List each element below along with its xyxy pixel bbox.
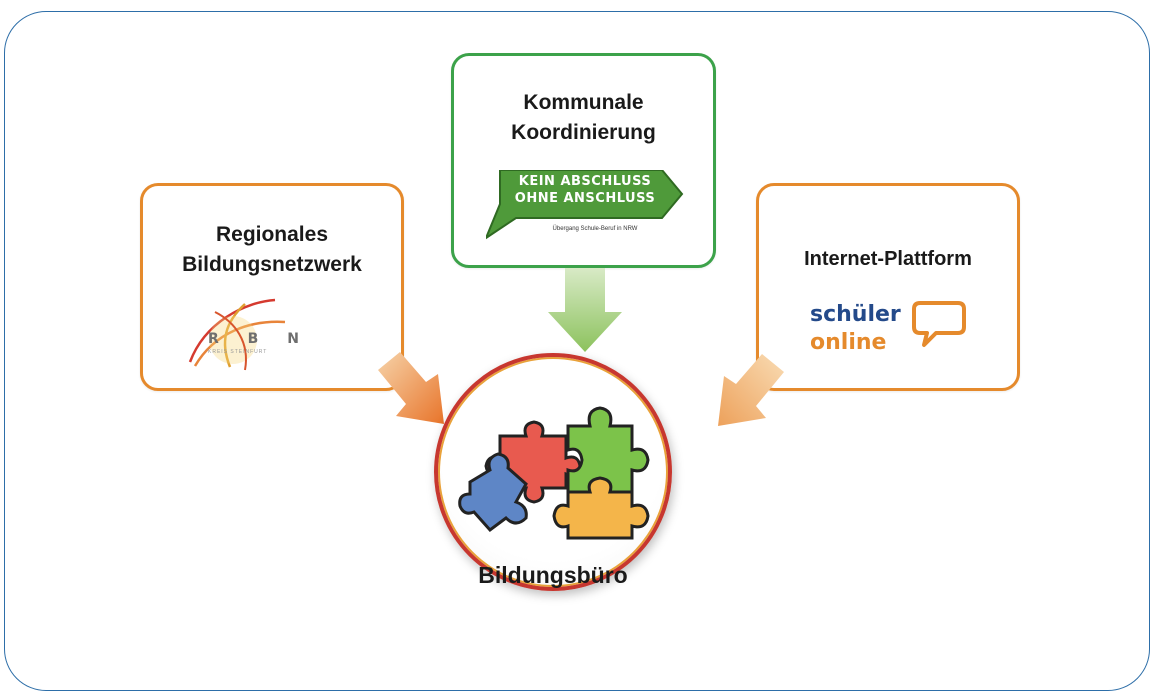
rbn-logo-icon	[188, 298, 286, 371]
rbn-logo-text: R B N	[208, 331, 311, 347]
card-title: Regionales Bildungsnetzwerk	[143, 220, 401, 280]
title-line: Koordinierung	[511, 121, 656, 144]
card-title: Internet-Plattform	[759, 244, 1017, 274]
kaoa-logo-sign	[486, 170, 684, 240]
arrow-icon-top	[548, 268, 622, 352]
title-line: Regionales	[215, 223, 329, 246]
card-title: Kommunale Koordinierung	[454, 88, 713, 148]
center-label: Bildungsbüro	[478, 562, 628, 588]
title-line: Bildungsnetzwerk	[182, 253, 362, 276]
arrow-icon-left	[378, 352, 444, 424]
kaoa-logo-line: OHNE ANSCHLUSS	[514, 191, 656, 206]
speech-bubble-icon	[912, 301, 966, 347]
arrow-icon-right	[718, 354, 784, 426]
title-line: Internet-Plattform	[804, 248, 972, 270]
card-regionales-bildungsnetzwerk: Regionales Bildungsnetzwerk	[140, 183, 404, 391]
schueler-online-logo-line1: schüler	[810, 302, 901, 327]
kaoa-logo: KEIN ABSCHLUSS OHNE ANSCHLUSS	[486, 170, 684, 240]
kaoa-logo-line: KEIN ABSCHLUSS	[518, 174, 652, 189]
puzzle-icon	[458, 406, 650, 540]
kaoa-logo-caption: Übergang Schule-Beruf in NRW	[552, 226, 638, 232]
card-internet-plattform: Internet-Plattform	[756, 183, 1020, 391]
title-line: Kommunale	[523, 91, 644, 114]
schueler-online-logo-line2: online	[810, 330, 887, 355]
rbn-logo-subtext: KREIS STEINFURT	[208, 349, 268, 355]
